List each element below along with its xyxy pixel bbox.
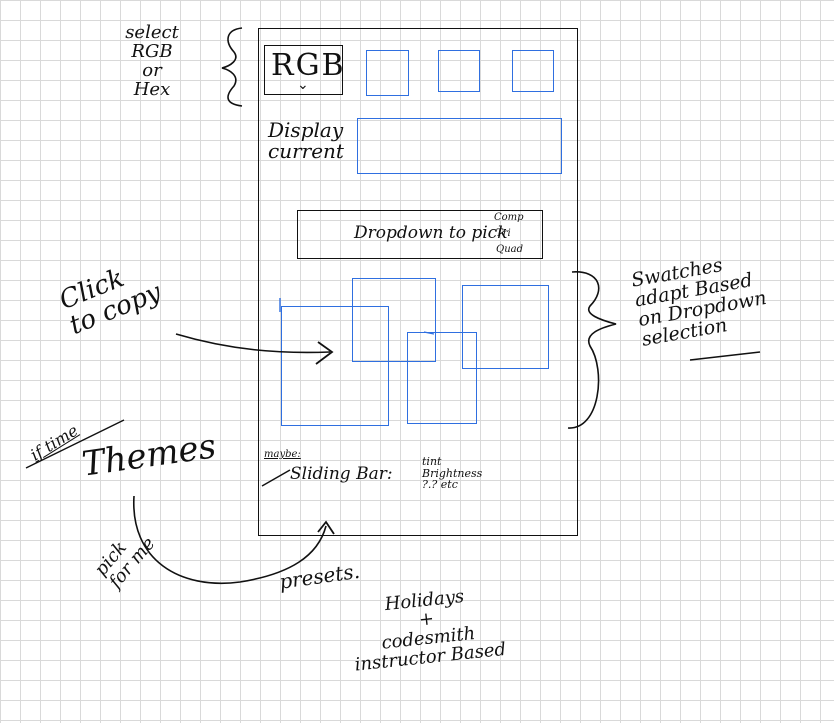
annotation-select-rgb: select RGB or Hex — [125, 22, 179, 100]
select-rgb-brace — [221, 27, 243, 107]
swatch-2[interactable] — [352, 278, 436, 362]
swatch-3[interactable] — [407, 332, 477, 424]
format-selector[interactable]: RGB ⌄ — [264, 45, 346, 95]
dropdown-option-quad: Quad — [496, 244, 524, 255]
annotation-swatches: Swatches adapt Based on Dropdown selecti… — [629, 254, 769, 351]
maybe-label: maybe: — [264, 449, 301, 460]
top-swatch-2[interactable] — [438, 50, 480, 92]
annotation-holidays: Holidays + codesmith instructor Based — [353, 585, 507, 676]
harmony-dropdown[interactable]: Dropdown to pick Comp Tri Quad — [297, 210, 543, 259]
display-current-box — [357, 118, 562, 174]
annotation-click-to-copy: Click to copy — [55, 263, 166, 342]
sliding-bar-options: tint Brightness ?.? etc — [422, 455, 483, 492]
swatch-4[interactable] — [462, 285, 549, 369]
annotation-themes: Themes — [79, 426, 219, 485]
format-selector-label: RGB — [271, 48, 346, 83]
sliding-bar-label: Sliding Bar: — [290, 464, 393, 484]
top-swatch-3[interactable] — [512, 50, 554, 92]
chevron-down-icon: ⌄ — [297, 77, 309, 93]
top-swatch-1[interactable] — [366, 50, 409, 96]
annotation-presets: presets. — [277, 558, 362, 594]
dropdown-option-tri: Tri — [496, 228, 511, 239]
swatches-underline — [689, 351, 761, 361]
annotation-if-time: if time — [26, 420, 82, 465]
swatch-1[interactable] — [281, 306, 389, 426]
dropdown-label: Dropdown to pick — [354, 223, 508, 243]
dropdown-option-comp: Comp — [494, 212, 524, 223]
annotation-pick-for-me: pick for me — [90, 533, 160, 593]
display-current-label: Display current — [268, 118, 344, 163]
